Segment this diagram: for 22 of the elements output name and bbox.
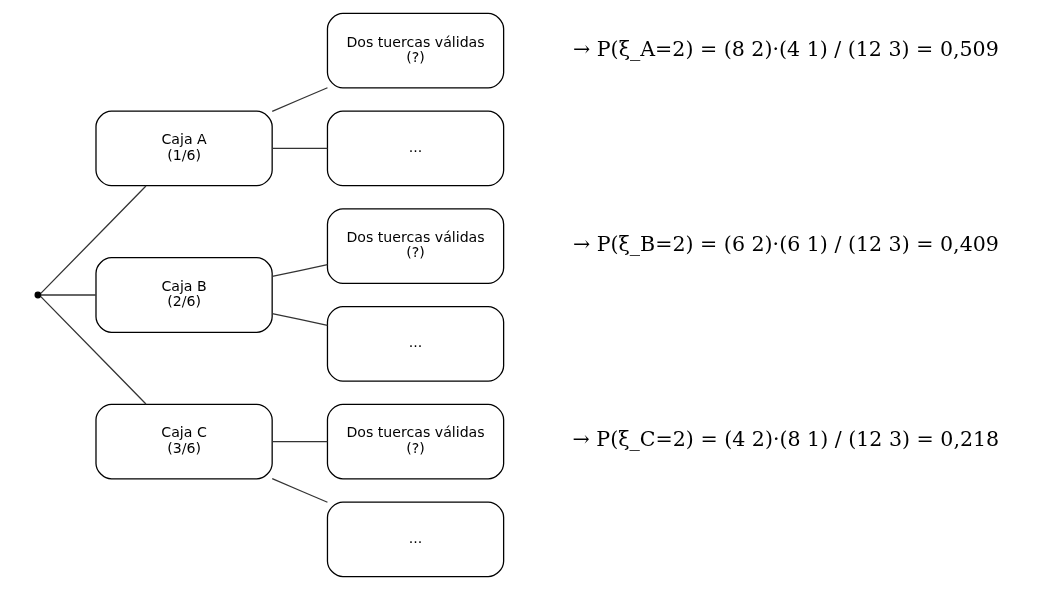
connector	[271, 87, 329, 112]
node-box: Dos tuercas válidas (?)	[326, 12, 505, 89]
node-box: ...	[326, 501, 505, 578]
node-box: Dos tuercas válidas (?)	[326, 208, 505, 285]
node-label: → P(ξ_C=2) = (4 2)·(8 1) / (12 3) = 0,218	[572, 427, 1000, 452]
node-box: Caja B (2/6)	[95, 257, 273, 333]
connector	[271, 440, 329, 443]
node-box: Dos tuercas válidas (?)	[326, 403, 505, 480]
connector	[40, 185, 147, 294]
connector	[40, 296, 147, 405]
node-box: ...	[326, 305, 505, 382]
node-box: ...	[326, 110, 505, 187]
node-box: Caja A (1/6)	[95, 110, 273, 187]
connector	[271, 147, 329, 150]
connector	[271, 478, 329, 503]
node-label: → P(ξ_A=2) = (8 2)·(4 1) / (12 3) = 0,509	[573, 36, 999, 61]
node-point	[34, 291, 42, 299]
connector	[40, 294, 97, 296]
node-box: Caja C (3/6)	[95, 403, 273, 480]
connector	[271, 264, 329, 278]
node-label: → P(ξ_B=2) = (6 2)·(6 1) / (12 3) = 0,409	[572, 232, 999, 257]
connector	[271, 312, 329, 326]
